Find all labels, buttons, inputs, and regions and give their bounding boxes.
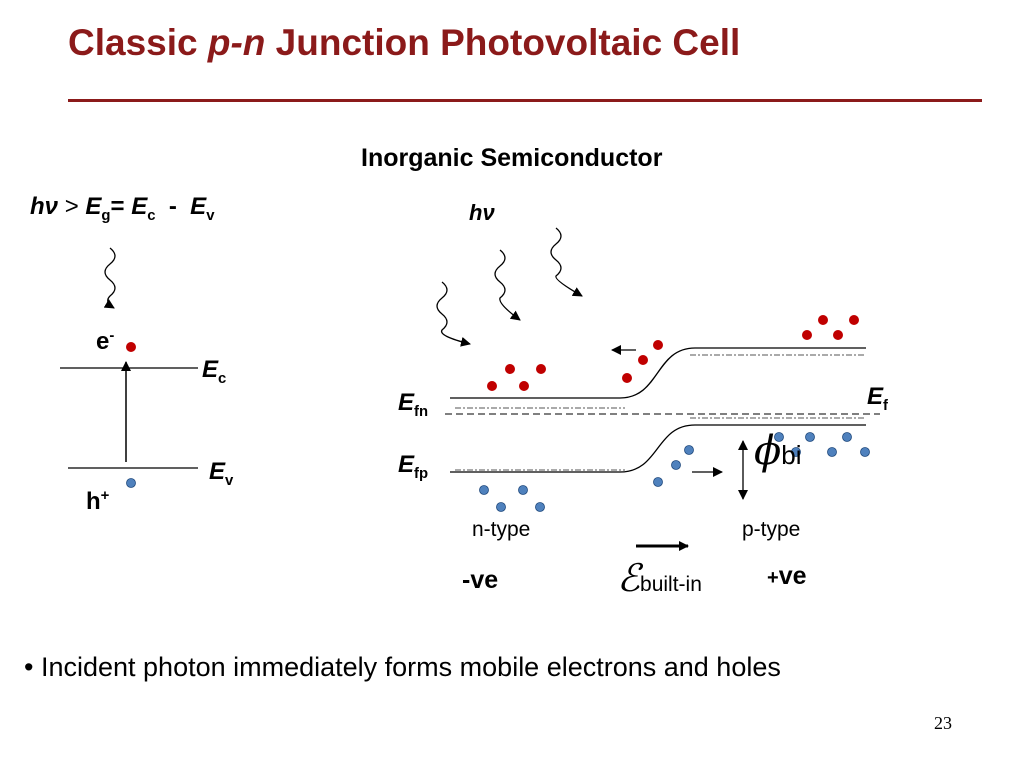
quasi-fermi-p-label: Efp	[398, 451, 429, 482]
fermi-level-label: Ef	[867, 383, 888, 414]
hole-dot	[518, 485, 528, 495]
photon-wave-icon	[436, 281, 471, 347]
page-number: 23	[934, 713, 952, 733]
hole-dot	[479, 485, 489, 495]
hole-dot	[653, 477, 663, 487]
electron-dot	[833, 330, 843, 340]
hole-dot	[860, 447, 870, 457]
negative-side-label: -ve	[462, 566, 499, 594]
bullet-list: • Incident photon immediately forms mobi…	[24, 652, 781, 683]
hole-dot	[842, 432, 852, 442]
conduction-band-curve	[450, 347, 866, 399]
electron-dot	[653, 340, 663, 350]
built-in-potential-label: ϕbi	[754, 428, 802, 474]
electron-dot	[638, 355, 648, 365]
valence-band-label: Ev	[209, 458, 234, 489]
positive-side-label: +ve	[767, 562, 807, 590]
photon-wave-icon	[103, 247, 116, 309]
valence-band-curve	[450, 424, 866, 473]
electron-dot	[505, 364, 515, 374]
hole-dot	[126, 478, 136, 488]
hole-dot	[774, 432, 784, 442]
electron-dot	[487, 381, 497, 391]
bullet-item: Incident photon immediately forms mobile…	[40, 652, 781, 682]
hole-dot	[496, 502, 506, 512]
electron-dot	[849, 315, 859, 325]
electron-dot	[536, 364, 546, 374]
bullet-marker: •	[24, 652, 34, 682]
electron-dot	[622, 373, 632, 383]
hole-label: h+	[86, 488, 110, 515]
photon-wave-icon	[494, 249, 521, 321]
hole-dot	[791, 447, 801, 457]
hole-dot	[684, 445, 694, 455]
hole-dot	[827, 447, 837, 457]
built-in-field-label: ℰbuilt-in	[617, 556, 702, 600]
electron-dot	[126, 342, 136, 352]
electron-label: e-	[96, 328, 115, 355]
hole-dot	[671, 460, 681, 470]
panel-heading: Inorganic Semiconductor	[361, 144, 663, 172]
quasi-fermi-n-label: Efn	[398, 389, 429, 420]
electron-dot	[519, 381, 529, 391]
p-type-label: p-type	[742, 518, 801, 541]
electron-dot	[802, 330, 812, 340]
photon-label: hν	[469, 200, 495, 225]
photon-condition: hν > Eg= Ec - Ev	[30, 193, 215, 224]
hole-dot	[535, 502, 545, 512]
hole-dot	[805, 432, 815, 442]
electron-dot	[818, 315, 828, 325]
photon-wave-icon	[550, 227, 583, 297]
n-type-label: n-type	[472, 518, 531, 541]
conduction-band-label: Ec	[202, 356, 227, 387]
slide-title: Classic p-n Junction Photovoltaic Cell	[68, 22, 741, 63]
title-divider	[68, 99, 982, 102]
